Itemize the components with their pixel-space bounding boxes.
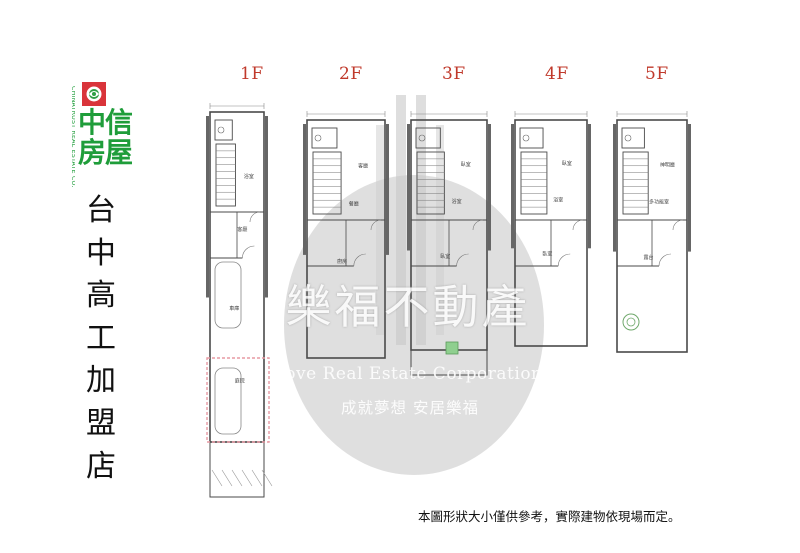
floorplan-3f-room-label: 臥室 xyxy=(461,161,471,168)
floorplan-4f-door xyxy=(572,219,584,231)
watermark-english: Love Real Estate Corporation xyxy=(273,364,543,384)
brand-side-text: CHINATRUST REAL ESTATE CO. xyxy=(70,86,75,188)
floorplan-4f-outer-wall xyxy=(514,119,588,347)
floorplan-2f-door xyxy=(370,219,382,231)
floorplan-2f-room-label: 廚房 xyxy=(337,258,347,265)
floorplan-5f-door xyxy=(658,253,672,267)
floorplan-1f-door xyxy=(249,211,261,223)
floorplan-4f-room-label: 臥室 xyxy=(562,160,572,167)
floorplan-1f-column xyxy=(265,116,268,298)
floor-label-3f: 3F xyxy=(442,64,466,84)
floorplan-5f-stair xyxy=(622,151,649,215)
floorplan-1f-room-label: 庭院 xyxy=(235,378,245,385)
floorplan-3f-bathroom xyxy=(415,127,441,149)
plant-icon xyxy=(622,313,640,331)
branch-char: 盟 xyxy=(86,405,116,441)
floorplan-5f-fixture xyxy=(624,134,632,142)
road-hatch xyxy=(241,469,253,487)
floorplan-1f-bathroom xyxy=(214,119,233,141)
floorplan-4f-room-label: 臥室 xyxy=(542,251,552,258)
floorplan-3f-door xyxy=(472,219,484,231)
floorplan-3f-column xyxy=(407,124,410,251)
floor-label-4f: 4F xyxy=(545,64,569,84)
branch-name: 台 中 高 工 加 盟 店 xyxy=(76,190,126,488)
branch-char: 工 xyxy=(86,320,116,356)
floorplan-1f-stair xyxy=(215,143,236,207)
watermark-slogan: 成就夢想 安居樂福 xyxy=(341,399,479,417)
floorplan-4f-column xyxy=(511,124,514,249)
marker-icon xyxy=(445,341,459,355)
floorplan-2f-room-label: 餐廳 xyxy=(349,201,359,208)
floorplan-1f-fixture xyxy=(217,126,225,134)
svg-text:CHINATRUST REAL ESTATE CO.: CHINATRUST REAL ESTATE CO. xyxy=(70,86,75,188)
brand-name: 中信 房屋 xyxy=(78,108,162,168)
floorplan-3f-column xyxy=(488,124,491,251)
floorplan-1f-door xyxy=(242,245,255,259)
floor-label-5f: 5F xyxy=(645,64,669,84)
floorplan-3f-fixture xyxy=(418,134,426,142)
floorplan-5f-room-label: 神明廳 xyxy=(660,161,675,168)
floorplan-2f-room-label: 客廳 xyxy=(358,163,368,170)
floorplan-2f-column xyxy=(303,124,306,255)
plant-icon xyxy=(626,317,636,327)
floorplan-1f-room-label: 車庫 xyxy=(229,305,239,312)
floorplan-4f-room-label: 浴室 xyxy=(553,196,563,203)
road-hatch xyxy=(251,469,263,487)
floorplan-2f-fixture xyxy=(314,134,322,142)
floorplan-5f-room-label: 多功能室 xyxy=(649,199,669,206)
floorplan-3f-room-label: 臥室 xyxy=(440,253,450,260)
branch-char: 店 xyxy=(86,448,116,484)
floorplan-2f-stair xyxy=(312,151,342,215)
brand-block: CHINATRUST REAL ESTATE CO. 中信 房屋 xyxy=(62,82,152,202)
watermark-chinese: 樂福不動產 xyxy=(285,280,531,334)
floorplan-1f-room-label: 浴室 xyxy=(244,173,254,180)
road-hatch xyxy=(231,469,243,487)
chinatrust-logo-icon xyxy=(82,82,106,106)
brand-name-line1: 中信 xyxy=(78,106,133,139)
road-hatch xyxy=(221,469,233,487)
road-hatch xyxy=(211,469,223,487)
floorplan-5f-room-label: 露台 xyxy=(643,254,653,261)
floor-label-1f: 1F xyxy=(240,64,264,84)
floor-label-2f: 2F xyxy=(339,64,363,84)
road-hatch xyxy=(261,469,273,487)
floorplan-5f-door xyxy=(672,219,684,231)
floorplan-1f-column xyxy=(206,116,209,298)
floorplan-4f-bathroom xyxy=(519,127,544,149)
floorplan-2f-column xyxy=(386,124,389,255)
floorplan-1f-outer-wall xyxy=(209,111,265,443)
floorplan-1f-yard xyxy=(209,441,265,498)
floorplan-5f-bathroom xyxy=(621,127,645,149)
floorplan-3f-room-label: 浴室 xyxy=(452,198,462,205)
floorplan-3f-stair xyxy=(416,151,445,215)
floorplan-2f-door xyxy=(353,253,366,267)
floorplan-5f-column xyxy=(613,124,616,252)
branch-char: 中 xyxy=(86,235,116,271)
floorplan-3f-door xyxy=(456,253,469,267)
floorplan-4f-stair xyxy=(520,151,548,215)
floorplan-5f-column xyxy=(688,124,691,252)
branch-char: 台 xyxy=(86,193,116,228)
floorplan-2f-outer-wall xyxy=(306,119,386,359)
floorplan-2f-bathroom xyxy=(311,127,338,149)
floorplan-1f-yard-boundary xyxy=(206,357,270,443)
disclaimer-text: 本圖形狀大小僅供參考，實際建物依現場而定。 xyxy=(418,509,681,524)
branch-char: 加 xyxy=(86,363,116,399)
car-icon xyxy=(214,367,242,435)
floorplan-5f-outer-wall xyxy=(616,119,688,353)
floorplan-4f-column xyxy=(588,124,591,249)
floorplan-4f-fixture xyxy=(522,134,530,142)
branch-char: 高 xyxy=(86,278,116,314)
car-icon xyxy=(214,261,242,329)
floorplan-1f-room-label: 客廳 xyxy=(237,226,247,233)
floorplan-4f-door xyxy=(557,253,571,267)
brand-name-line2: 房屋 xyxy=(78,136,133,169)
